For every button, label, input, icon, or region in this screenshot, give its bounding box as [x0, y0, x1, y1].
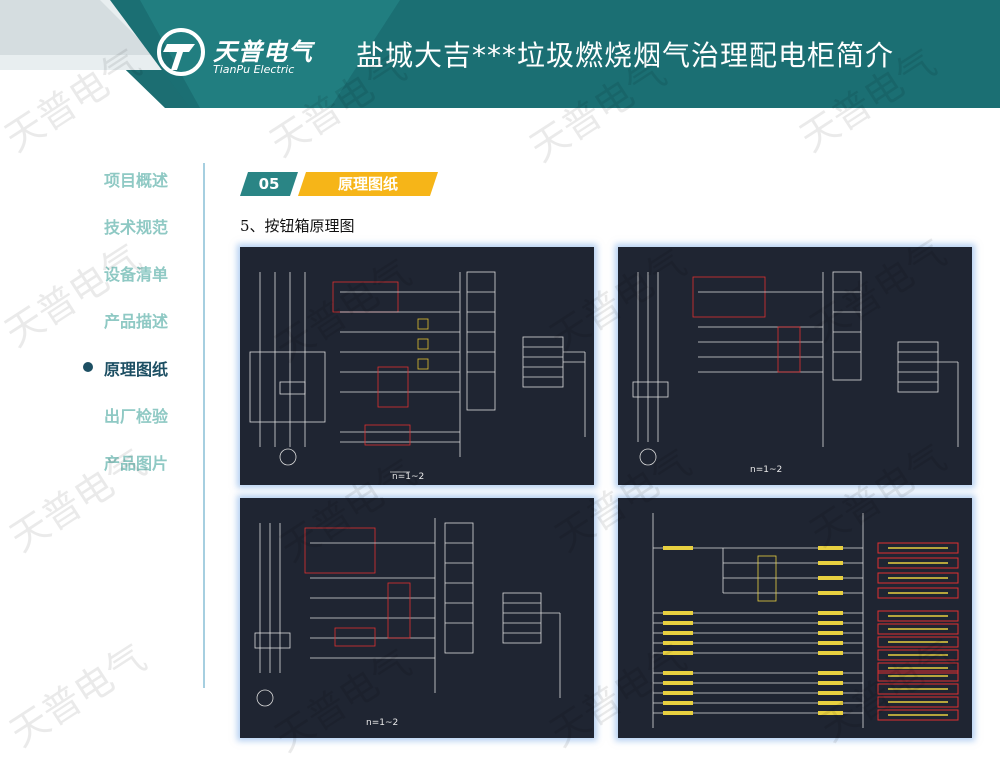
sidebar-item-label: 原理图纸: [104, 360, 169, 379]
diagram-label: n=1~2: [750, 465, 783, 475]
schematic-panel-4[interactable]: [618, 498, 972, 738]
sidebar-item-description[interactable]: 产品描述: [80, 308, 200, 332]
diagram-label: n=1~2: [392, 472, 425, 482]
section-subtitle: 5、按钮箱原理图: [240, 217, 355, 235]
active-dot-icon: [83, 362, 93, 372]
sidebar-item-specs[interactable]: 技术规范: [80, 214, 200, 238]
header-background: [0, 0, 1000, 108]
sidebar-divider: [203, 163, 205, 688]
schematic-drawing: [249, 271, 586, 473]
schematic-panel-3[interactable]: n=1~2: [240, 498, 594, 738]
diagram-label: n=1~2: [366, 718, 399, 728]
sidebar-item-drawings[interactable]: 原理图纸: [80, 356, 200, 380]
sidebar-item-inspection[interactable]: 出厂检验: [80, 403, 200, 427]
schematic-drawing: [652, 513, 959, 728]
sidebar-item-photos[interactable]: 产品图片: [80, 450, 200, 474]
sidebar-item-label: 产品图片: [104, 454, 169, 473]
section-number-tag: 05: [240, 172, 298, 196]
sidebar-item-label: 出厂检验: [104, 407, 169, 426]
sidebar-item-label: 产品描述: [104, 312, 169, 331]
schematic-panel-2[interactable]: n=1~2: [618, 247, 972, 485]
watermark: 天普电气: [0, 235, 149, 356]
logo-emblem-icon: [157, 28, 205, 76]
header-banner: 天普电气 TianPu Electric 盐城大吉***垃圾燃烧烟气治理配电柜简…: [0, 0, 1000, 108]
schematic-drawing: [632, 271, 959, 466]
company-logo: 天普电气 TianPu Electric: [155, 26, 330, 82]
watermark: 天普电气: [2, 635, 154, 756]
sidebar-item-label: 项目概述: [104, 171, 169, 190]
logo-cn-text: 天普电气: [213, 38, 313, 66]
schematic-drawing: [254, 518, 561, 707]
page-title: 盐城大吉***垃圾燃烧烟气治理配电柜简介: [356, 39, 895, 72]
logo-en-text: TianPu Electric: [213, 63, 295, 76]
sidebar-item-overview[interactable]: 项目概述: [80, 167, 200, 191]
sidebar-item-equipment[interactable]: 设备清单: [80, 261, 200, 285]
schematic-panel-1[interactable]: n=1~2: [240, 247, 594, 485]
sidebar-item-label: 设备清单: [104, 265, 169, 284]
section-name-tag: 原理图纸: [298, 172, 438, 196]
sidebar-item-label: 技术规范: [104, 218, 169, 237]
